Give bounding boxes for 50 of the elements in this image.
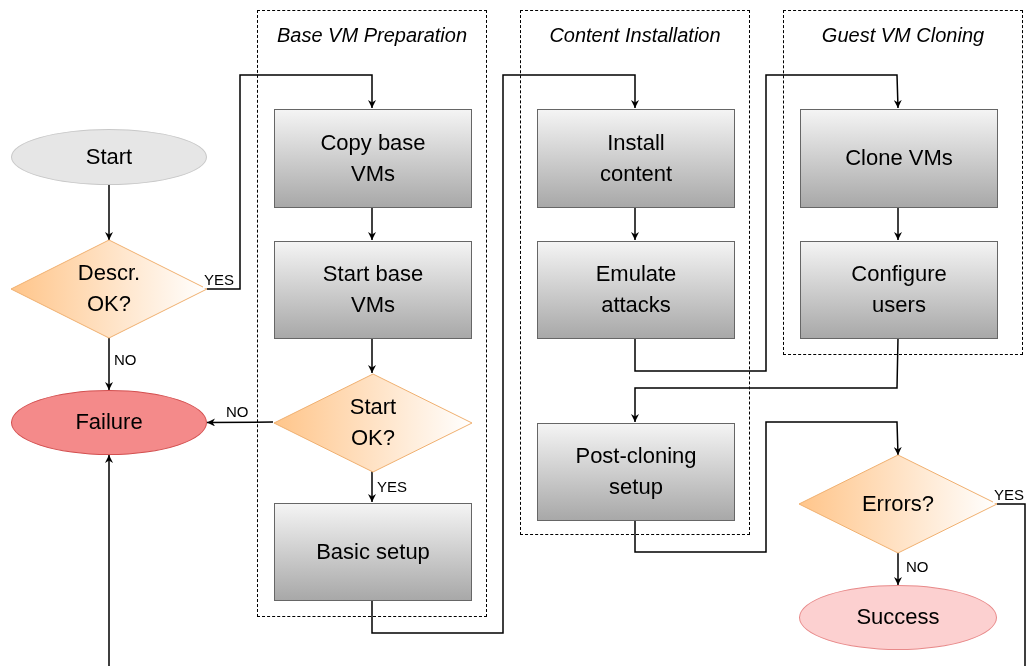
group-container — [783, 10, 1023, 355]
arrow — [894, 206, 902, 241]
edge-label: YES — [376, 479, 408, 495]
arrow — [206, 74, 376, 290]
node-label: Post-cloning setup — [574, 442, 698, 501]
edge-label: NO — [113, 352, 138, 368]
arrow — [631, 206, 639, 241]
node-label: Emulate attacks — [594, 260, 678, 319]
arrow — [105, 184, 113, 241]
arrow — [105, 337, 113, 391]
group-title: Base VM Preparation — [276, 23, 468, 48]
arrow — [206, 418, 274, 427]
node-label: Start — [85, 142, 133, 171]
decision-diamond — [274, 374, 472, 472]
process-box — [800, 109, 998, 208]
node-label: Start base VMs — [321, 260, 425, 319]
arrow — [631, 337, 899, 423]
arrow — [894, 552, 902, 586]
process-box — [274, 503, 472, 601]
node-label: Configure users — [850, 260, 948, 319]
process-box — [537, 423, 735, 521]
group-container — [520, 10, 750, 535]
arrow — [371, 74, 639, 634]
node-label: Start OK? — [348, 393, 398, 452]
arrow — [368, 337, 376, 374]
node-label: Clone VMs — [845, 144, 953, 173]
node-label: Basic setup — [316, 537, 430, 566]
node-label: Copy base VMs — [319, 128, 427, 188]
arrow — [368, 206, 376, 241]
group-title: Guest VM Cloning — [821, 23, 985, 48]
node-label: Descr. OK? — [76, 259, 142, 318]
process-box — [274, 109, 472, 208]
group-container — [257, 10, 487, 617]
arrow — [634, 421, 902, 553]
edge-label: YES — [203, 272, 235, 288]
arrow — [105, 454, 1026, 666]
group-title: Content Installation — [549, 23, 721, 48]
process-box — [274, 241, 472, 339]
edge-label: NO — [905, 559, 930, 575]
node-label: Success — [856, 603, 940, 632]
node-label: Errors? — [861, 489, 935, 518]
process-box — [537, 109, 735, 208]
edge-label: YES — [993, 487, 1025, 503]
arrow — [368, 470, 376, 503]
process-box — [800, 241, 998, 339]
edge-label: NO — [225, 404, 250, 420]
node-label: Failure — [75, 408, 143, 437]
process-box — [537, 241, 735, 339]
arrow — [634, 74, 902, 372]
node-label: Install content — [598, 128, 674, 188]
